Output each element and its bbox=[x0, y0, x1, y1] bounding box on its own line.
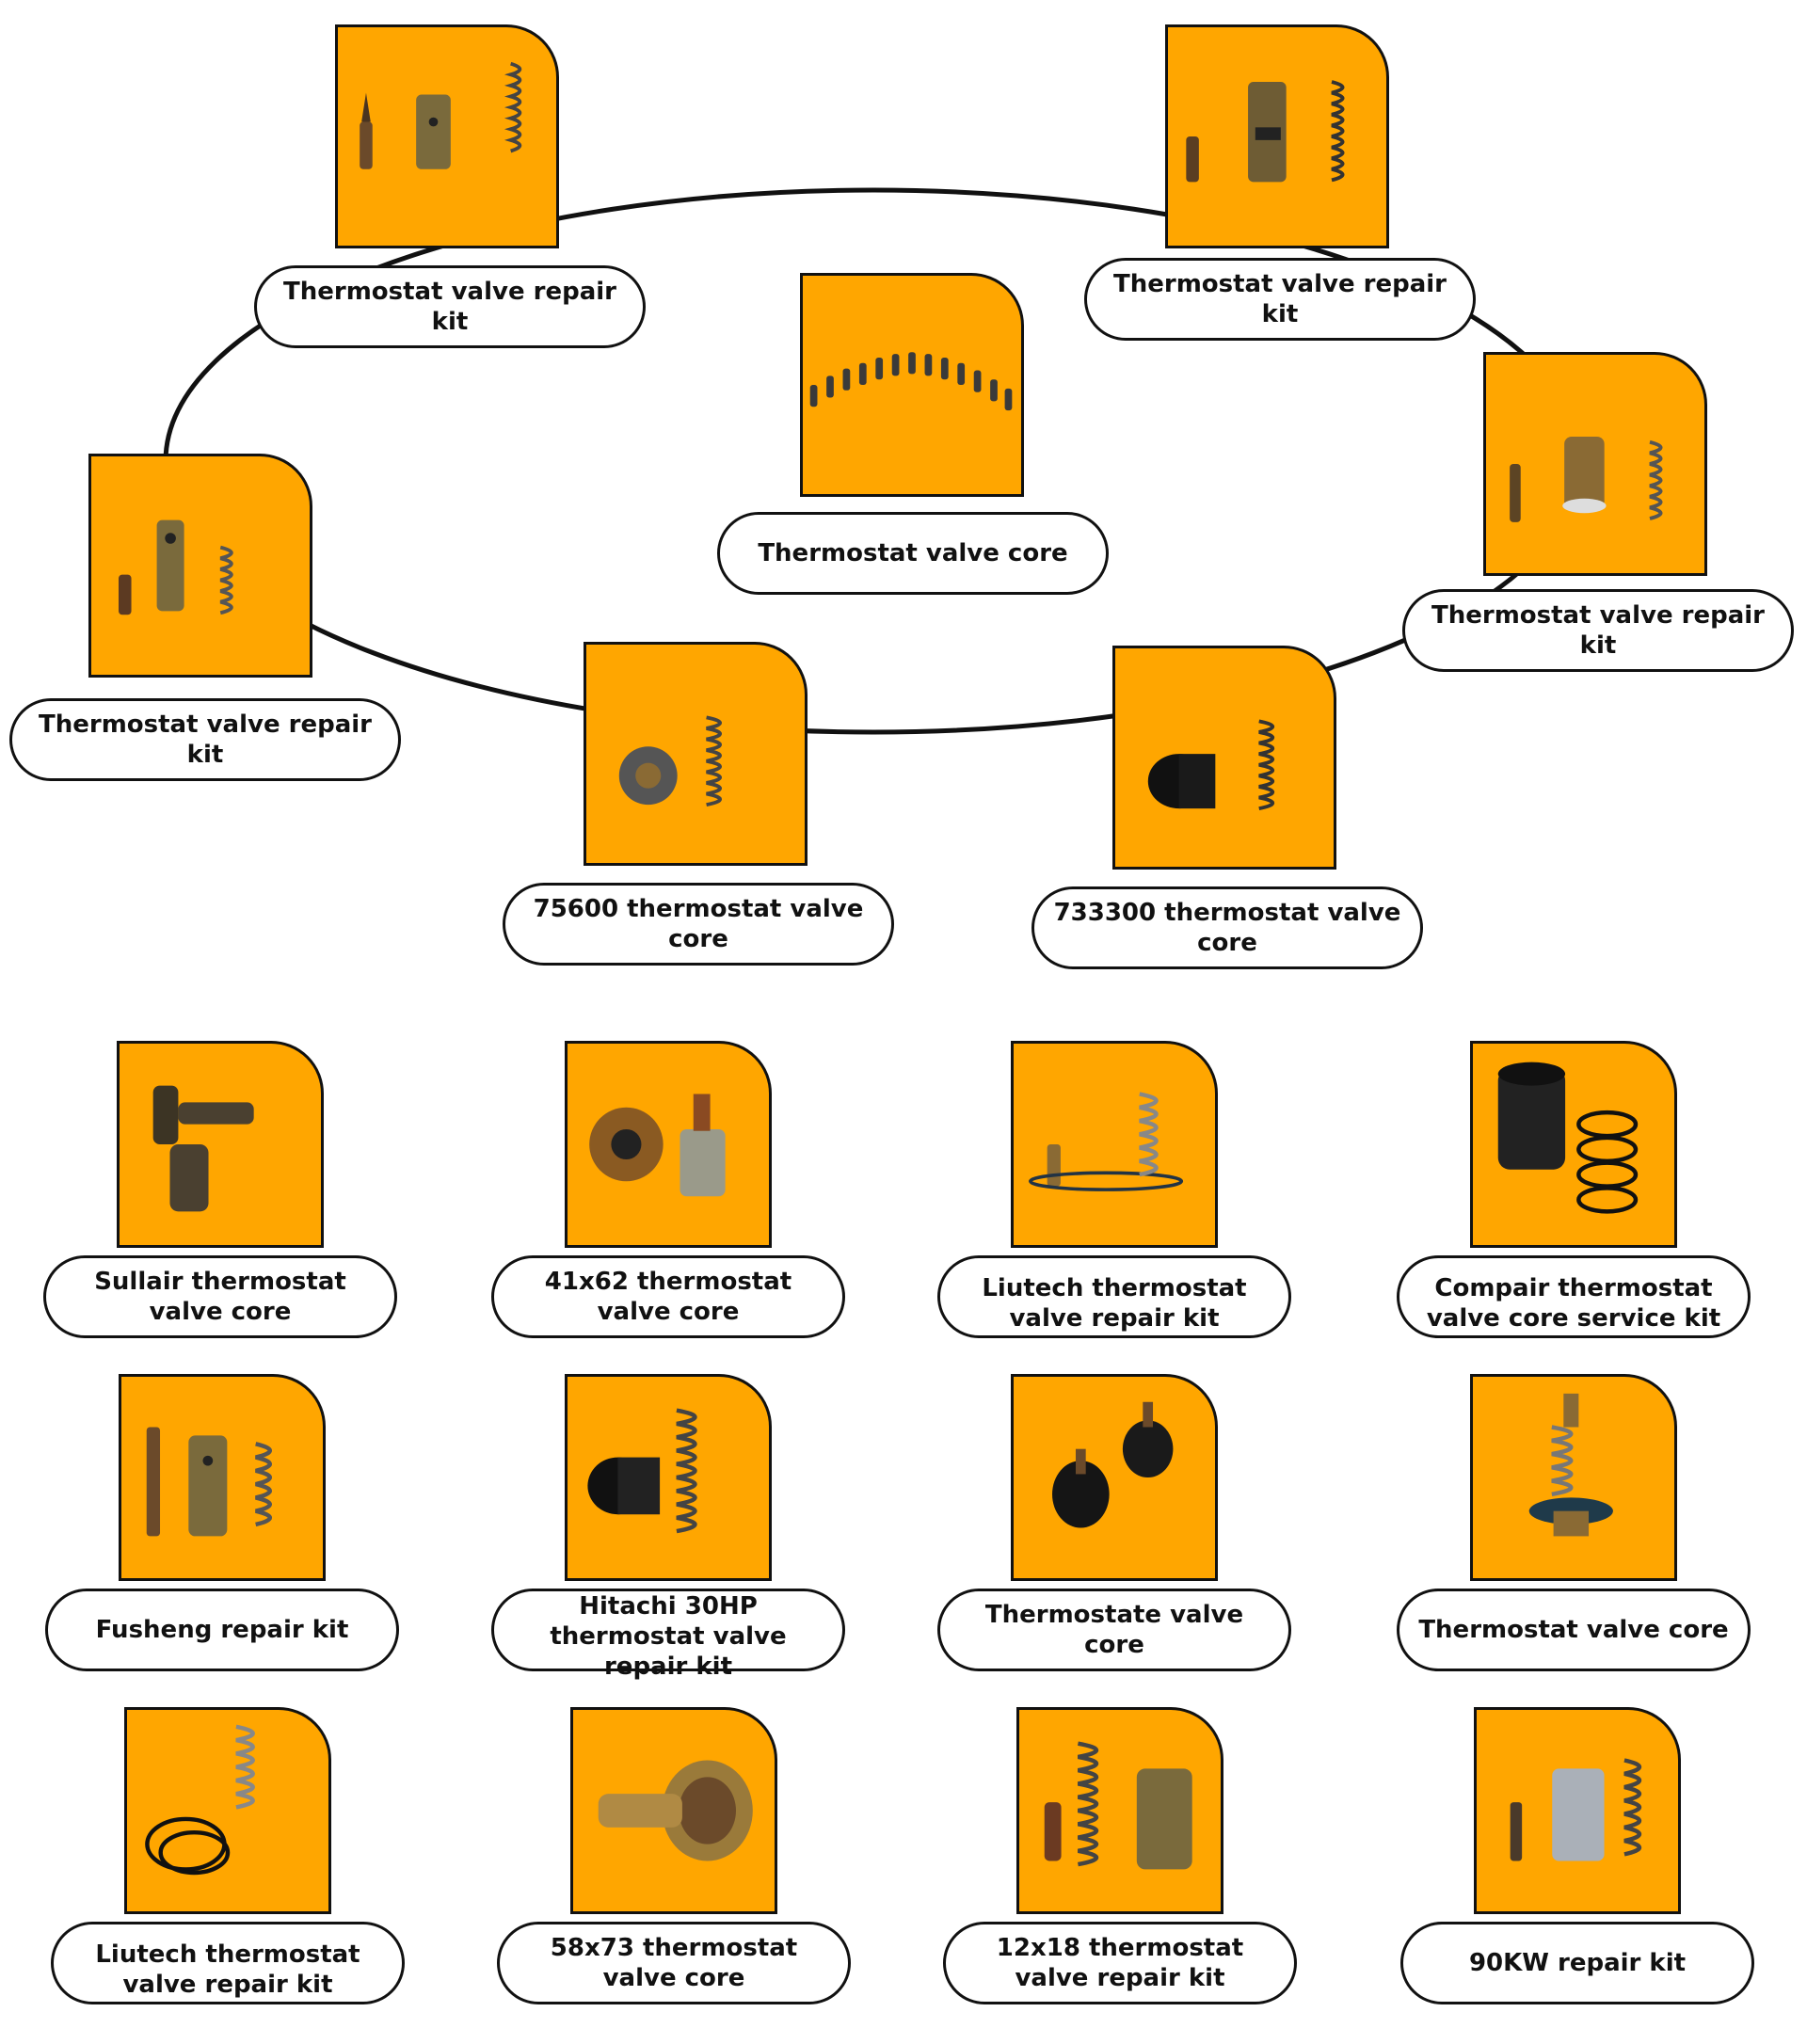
brass-spring-core-icon bbox=[1528, 1393, 1613, 1537]
product-tile[interactable] bbox=[1112, 646, 1336, 870]
product-tile[interactable] bbox=[117, 1041, 324, 1248]
black-cores-icon bbox=[1052, 1401, 1174, 1528]
product-label: 733300 thermostat valve core bbox=[1031, 886, 1423, 969]
product-tile[interactable] bbox=[565, 1041, 772, 1248]
product-label: 41x62 thermostat valve core bbox=[491, 1255, 845, 1338]
round-core-spring-icon bbox=[618, 715, 723, 807]
product-label: 12x18 thermostat valve repair kit bbox=[943, 1922, 1297, 2004]
fusheng-kit-icon bbox=[146, 1427, 273, 1537]
product-tile[interactable] bbox=[335, 24, 559, 248]
sullair-core-icon bbox=[152, 1085, 254, 1212]
product-label: Thermostat valve repair kit bbox=[254, 265, 646, 348]
brass-core-spring-icon bbox=[1510, 437, 1663, 522]
product-label: Thermostat valve core bbox=[1397, 1589, 1751, 1671]
product-tile[interactable] bbox=[565, 1374, 772, 1581]
product-tile[interactable] bbox=[1016, 1707, 1223, 1914]
product-label: 58x73 thermostat valve core bbox=[497, 1922, 851, 2004]
product-tile[interactable] bbox=[88, 454, 312, 678]
product-label: 75600 thermostat valve core bbox=[503, 883, 894, 966]
product-tile[interactable] bbox=[1470, 1374, 1677, 1581]
product-tile[interactable] bbox=[1165, 24, 1389, 248]
product-label: Thermostat valve repair kit bbox=[9, 698, 401, 781]
liutech-kit-icon bbox=[1029, 1092, 1184, 1191]
product-label: Fusheng repair kit bbox=[45, 1589, 399, 1671]
slotted-sleeve-spring-icon bbox=[1186, 80, 1345, 183]
product-label: 90KW repair kit bbox=[1400, 1922, 1754, 2004]
hitachi-kit-icon bbox=[587, 1408, 697, 1534]
product-tile[interactable] bbox=[119, 1374, 326, 1581]
pin-sleeve-spring-icon bbox=[360, 61, 522, 169]
compair-kit-icon bbox=[1497, 1062, 1639, 1214]
product-label: Liutech thermostat valve repair kit bbox=[937, 1255, 1291, 1338]
product-label: Compair thermostat valve core service ki… bbox=[1397, 1255, 1751, 1338]
product-label: Thermostat valve repair kit bbox=[1402, 589, 1794, 672]
product-label: Thermostat valve repair kit bbox=[1084, 258, 1476, 341]
product-label: Hitachi 30HP thermostat valve repair kit bbox=[491, 1589, 845, 1681]
product-tile[interactable] bbox=[1011, 1374, 1218, 1581]
pin-spring-sleeve-icon bbox=[1044, 1741, 1192, 1870]
product-tile[interactable] bbox=[124, 1707, 331, 1914]
black-core-spring-icon bbox=[1147, 719, 1275, 811]
product-tile[interactable] bbox=[1011, 1041, 1218, 1248]
product-tile[interactable] bbox=[584, 642, 808, 866]
cores-arc-icon bbox=[809, 352, 1013, 411]
orings-spring-icon bbox=[145, 1724, 255, 1876]
product-label: Sullair thermostat valve core bbox=[43, 1255, 397, 1338]
product-label: Liutech thermostat valve repair kit bbox=[51, 1922, 405, 2004]
product-tile[interactable] bbox=[1470, 1041, 1677, 1248]
silver-sleeve-kit-icon bbox=[1510, 1758, 1642, 1861]
wax-element-icon bbox=[589, 1094, 726, 1197]
product-tile[interactable] bbox=[800, 273, 1024, 497]
brass-cup-core-icon bbox=[598, 1760, 753, 1861]
tall-sleeve-spring-icon bbox=[119, 519, 233, 615]
product-tile[interactable] bbox=[1474, 1707, 1681, 1914]
product-tile[interactable] bbox=[1483, 352, 1707, 576]
product-tile[interactable] bbox=[570, 1707, 777, 1914]
product-label: Thermostat valve core bbox=[717, 512, 1109, 595]
product-label: Thermostate valve core bbox=[937, 1589, 1291, 1671]
